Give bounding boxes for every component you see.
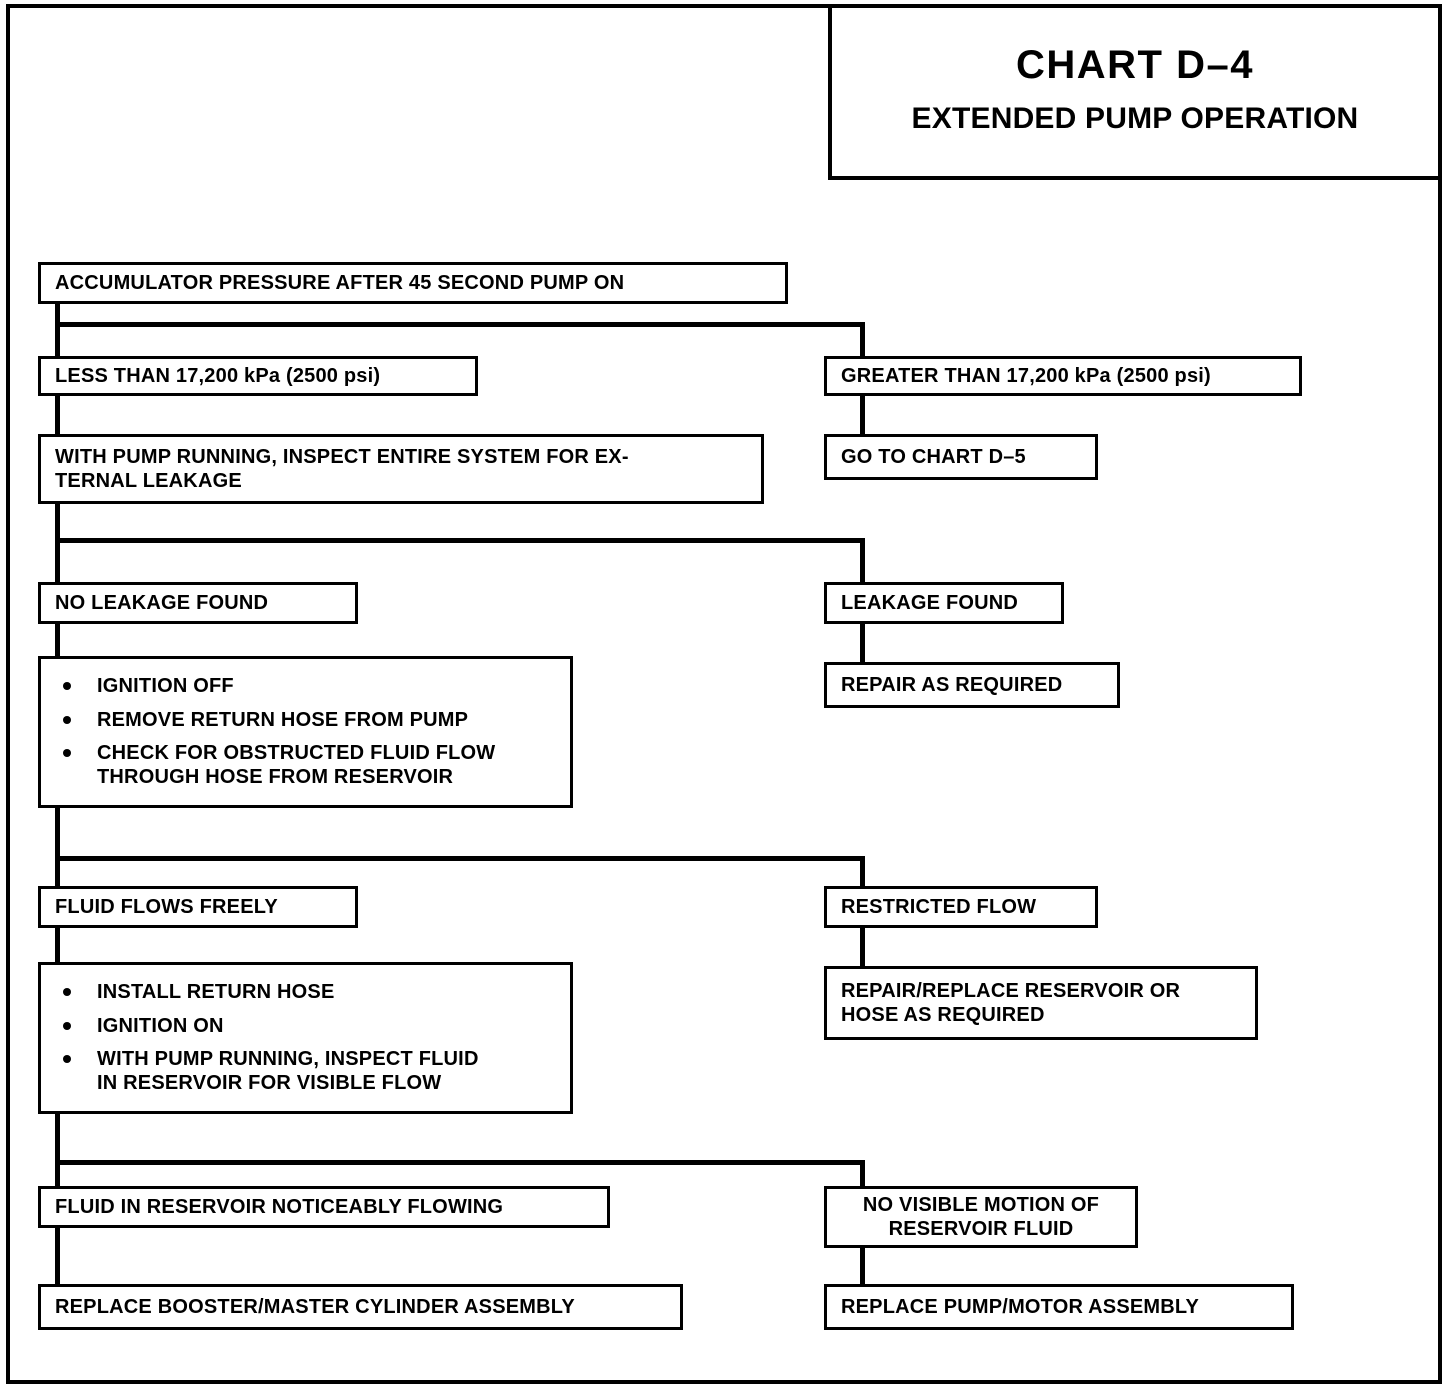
node-leakage-found-label: LEAKAGE FOUND	[841, 591, 1019, 614]
node-no-leakage-found-label: NO LEAKAGE FOUND	[55, 591, 269, 614]
list-item-label: IGNITION OFF	[97, 675, 234, 698]
node-repair-replace-reservoir-label: REPAIR/REPLACE RESERVOIR OR HOSE AS REQU…	[841, 979, 1181, 1026]
node-no-leakage-found[interactable]: NO LEAKAGE FOUND	[38, 582, 358, 624]
node-inspect-external-leakage-label: WITH PUMP RUNNING, INSPECT ENTIRE SYSTEM…	[55, 445, 629, 492]
connector-fluidfree-to-install	[55, 925, 60, 967]
node-fluid-flows-freely[interactable]: FLUID FLOWS FREELY	[38, 886, 358, 928]
bullet-icon	[63, 682, 71, 691]
connector-split1-horizontal	[55, 322, 865, 327]
list-item-label: CHECK FOR OBSTRUCTED FLUID FLOW THROUGH …	[97, 742, 496, 789]
connector-greater-to-d5	[860, 390, 865, 438]
bullet-icon	[63, 1021, 71, 1030]
connector-split3-horizontal	[55, 856, 865, 861]
node-install-hose-steps[interactable]: INSTALL RETURN HOSE IGNITION ON WITH PUM…	[38, 962, 573, 1114]
list-item: REMOVE RETURN HOSE FROM PUMP	[59, 708, 560, 732]
node-restricted-flow-label: RESTRICTED FLOW	[841, 895, 1037, 918]
node-fluid-noticeably-flowing[interactable]: FLUID IN RESERVOIR NOTICEABLY FLOWING	[38, 1186, 610, 1228]
node-repair-as-required-label: REPAIR AS REQUIRED	[841, 673, 1063, 696]
node-replace-booster-master-cylinder-label: REPLACE BOOSTER/MASTER CYLINDER ASSEMBLY	[55, 1295, 575, 1318]
list-item-label: IGNITION ON	[97, 1014, 224, 1037]
connector-steps-down	[55, 805, 60, 895]
node-no-visible-motion-label: NO VISIBLE MOTION OF RESERVOIR FLUID	[862, 1193, 1100, 1240]
node-less-than-pressure-label: LESS THAN 17,200 kPa (2500 psi)	[55, 364, 381, 387]
chart-id-heading: CHART D–4	[1016, 42, 1254, 87]
connector-split4-horizontal	[55, 1160, 865, 1165]
node-accumulator-pressure-label: ACCUMULATOR PRESSURE AFTER 45 SECOND PUM…	[55, 271, 625, 294]
page-border	[6, 4, 1442, 1384]
bullet-icon	[63, 749, 71, 757]
node-inspect-external-leakage[interactable]: WITH PUMP RUNNING, INSPECT ENTIRE SYSTEM…	[38, 434, 764, 504]
list-item: CHECK FOR OBSTRUCTED FLUID FLOW THROUGH …	[59, 741, 560, 790]
connector-split2-right-down	[860, 538, 865, 584]
connector-split2-horizontal	[55, 538, 865, 543]
list-item-label: REMOVE RETURN HOSE FROM PUMP	[97, 708, 469, 731]
node-check-flow-steps[interactable]: IGNITION OFF REMOVE RETURN HOSE FROM PUM…	[38, 656, 573, 808]
connector-noleak-to-steps	[55, 620, 60, 662]
connector-restricted-to-repair	[860, 925, 865, 967]
node-no-visible-motion[interactable]: NO VISIBLE MOTION OF RESERVOIR FLUID	[824, 1186, 1138, 1248]
check-flow-steps-list: IGNITION OFF REMOVE RETURN HOSE FROM PUM…	[41, 665, 570, 799]
connector-flow-to-booster	[55, 1225, 60, 1285]
bullet-icon	[63, 988, 71, 997]
node-restricted-flow[interactable]: RESTRICTED FLOW	[824, 886, 1098, 928]
connector-less-to-inspect	[55, 390, 60, 442]
bullet-icon	[63, 1055, 71, 1063]
node-less-than-pressure[interactable]: LESS THAN 17,200 kPa (2500 psi)	[38, 356, 478, 396]
list-item: IGNITION OFF	[59, 674, 560, 698]
connector-inspect-down	[55, 500, 60, 590]
node-fluid-noticeably-flowing-label: FLUID IN RESERVOIR NOTICEABLY FLOWING	[55, 1195, 504, 1218]
node-go-to-chart-d5[interactable]: GO TO CHART D–5	[824, 434, 1098, 480]
connector-split3-right-down	[860, 856, 865, 888]
bullet-icon	[63, 715, 71, 724]
connector-split1-right-down	[860, 322, 865, 370]
list-item: IGNITION ON	[59, 1014, 560, 1038]
connector-start-down	[55, 300, 60, 370]
node-leakage-found[interactable]: LEAKAGE FOUND	[824, 582, 1064, 624]
list-item-label: WITH PUMP RUNNING, INSPECT FLUID IN RESE…	[97, 1048, 479, 1095]
node-greater-than-pressure-label: GREATER THAN 17,200 kPa (2500 psi)	[841, 364, 1211, 387]
node-go-to-chart-d5-label: GO TO CHART D–5	[841, 445, 1026, 468]
chart-name-heading: EXTENDED PUMP OPERATION	[911, 101, 1359, 135]
install-hose-steps-list: INSTALL RETURN HOSE IGNITION ON WITH PUM…	[41, 971, 570, 1105]
list-item: INSTALL RETURN HOSE	[59, 980, 560, 1004]
node-fluid-flows-freely-label: FLUID FLOWS FREELY	[55, 895, 278, 918]
connector-split4-right-down	[860, 1160, 865, 1188]
list-item-label: INSTALL RETURN HOSE	[97, 981, 335, 1004]
connector-install-down	[55, 1110, 60, 1195]
node-replace-pump-motor-label: REPLACE PUMP/MOTOR ASSEMBLY	[841, 1295, 1200, 1318]
connector-leak-to-repair	[860, 620, 865, 664]
node-replace-booster-master-cylinder[interactable]: REPLACE BOOSTER/MASTER CYLINDER ASSEMBLY	[38, 1284, 683, 1330]
node-accumulator-pressure[interactable]: ACCUMULATOR PRESSURE AFTER 45 SECOND PUM…	[38, 262, 788, 304]
node-replace-pump-motor[interactable]: REPLACE PUMP/MOTOR ASSEMBLY	[824, 1284, 1294, 1330]
list-item: WITH PUMP RUNNING, INSPECT FLUID IN RESE…	[59, 1047, 560, 1096]
node-repair-as-required[interactable]: REPAIR AS REQUIRED	[824, 662, 1120, 708]
connector-nomotion-to-pump	[860, 1248, 865, 1286]
chart-title-box: CHART D–4 EXTENDED PUMP OPERATION	[828, 4, 1442, 180]
node-repair-replace-reservoir[interactable]: REPAIR/REPLACE RESERVOIR OR HOSE AS REQU…	[824, 966, 1258, 1040]
node-greater-than-pressure[interactable]: GREATER THAN 17,200 kPa (2500 psi)	[824, 356, 1302, 396]
